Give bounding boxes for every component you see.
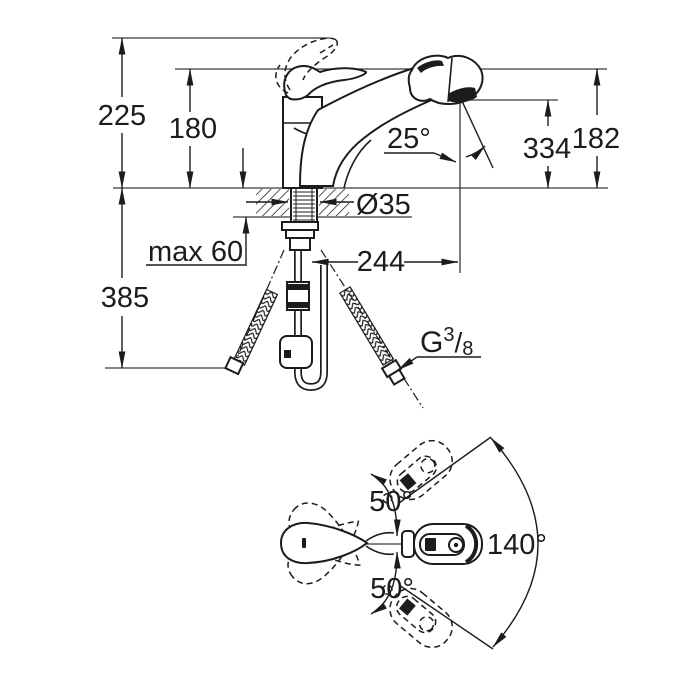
faucet-top-profile — [279, 521, 483, 565]
dimension-244: 244 — [311, 246, 459, 278]
shank-inner-lines — [295, 189, 313, 222]
head-ring-bold-edge — [464, 524, 479, 564]
dim-label-244: 244 — [357, 246, 405, 278]
spout-collar-top-view — [401, 530, 415, 558]
dimension-thread-size: G3/8 — [397, 324, 481, 371]
dim-label-g38: G3/8 — [420, 324, 473, 360]
hose-weight-button — [284, 350, 291, 358]
handle-top-view — [279, 521, 369, 565]
swivel-arc-lower-50 — [370, 551, 401, 615]
reference-lines — [105, 37, 608, 369]
dim-label-385: 385 — [101, 282, 149, 314]
spray-direction-line — [461, 100, 494, 169]
neck-upper-edge — [365, 531, 395, 542]
connector-band-bottom — [287, 302, 309, 308]
dim-label-max-60: max 60 — [148, 236, 243, 268]
dim-label-180: 180 — [169, 113, 217, 145]
lever-handle — [283, 64, 368, 101]
head-slot-dot — [453, 542, 459, 548]
dim-label-25deg: 25° — [387, 123, 431, 155]
dimension-180: 180 — [169, 68, 217, 189]
dim-label-140: 140° — [487, 529, 547, 561]
shank-threads — [293, 191, 315, 221]
hose-weight — [279, 335, 313, 369]
side-view: 225 180 385 max 60 Ø35 244 — [98, 37, 620, 409]
dimension-334: 334 — [523, 99, 571, 189]
supply-hose-left — [224, 249, 285, 376]
threaded-shank — [290, 187, 318, 223]
spout-rear-edge — [343, 139, 372, 189]
dimension-hole-diameter: Ø35 — [246, 189, 411, 221]
connector-band-top — [287, 284, 309, 290]
dimension-max-60: max 60 — [146, 148, 250, 268]
spray-mouth — [448, 87, 477, 103]
dim-label-o35: Ø35 — [356, 189, 411, 221]
spout — [298, 66, 436, 187]
dim-label-182: 182 — [572, 123, 620, 155]
dimension-spray-angle: 25° — [384, 100, 494, 169]
pullout-hose-loop — [294, 250, 328, 392]
lever-handle-ghost — [275, 37, 338, 94]
top-view: 50° 50° 140° — [279, 436, 547, 650]
dimension-182: 182 — [572, 68, 620, 189]
faucet-side-profile — [275, 37, 484, 189]
dim-label-225: 225 — [98, 100, 146, 132]
dim-label-334: 334 — [523, 133, 571, 165]
neck-lower-edge — [365, 545, 395, 556]
swivel-arc-upper-50 — [370, 473, 401, 537]
under-counter-assembly — [224, 187, 424, 409]
dim-label-50-upper: 50° — [369, 486, 413, 518]
dimension-225: 225 — [98, 37, 146, 189]
head-grip-band — [417, 60, 444, 73]
dim-label-50-lower: 50° — [370, 573, 414, 605]
hose-adapter — [289, 237, 311, 251]
head-slot-button — [425, 538, 436, 551]
mounting-nut — [285, 229, 315, 239]
head-divider-line — [447, 57, 453, 103]
handle-marker — [302, 538, 306, 548]
swivel-arc-140 — [398, 436, 539, 650]
dimension-385: 385 — [101, 187, 149, 369]
supply-hose-right — [320, 249, 424, 409]
mounting-plate — [281, 221, 319, 231]
